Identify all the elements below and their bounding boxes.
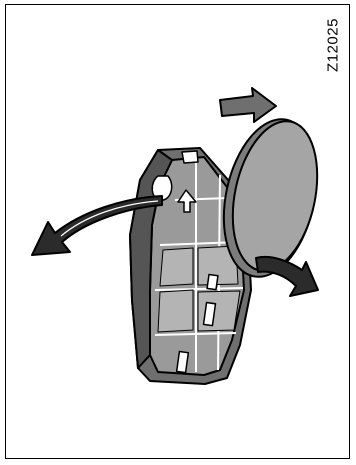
top-arrow-icon xyxy=(220,88,276,122)
key-slot-2 xyxy=(207,275,218,290)
key-slot-3 xyxy=(177,352,189,373)
key-top-notch xyxy=(182,151,198,163)
